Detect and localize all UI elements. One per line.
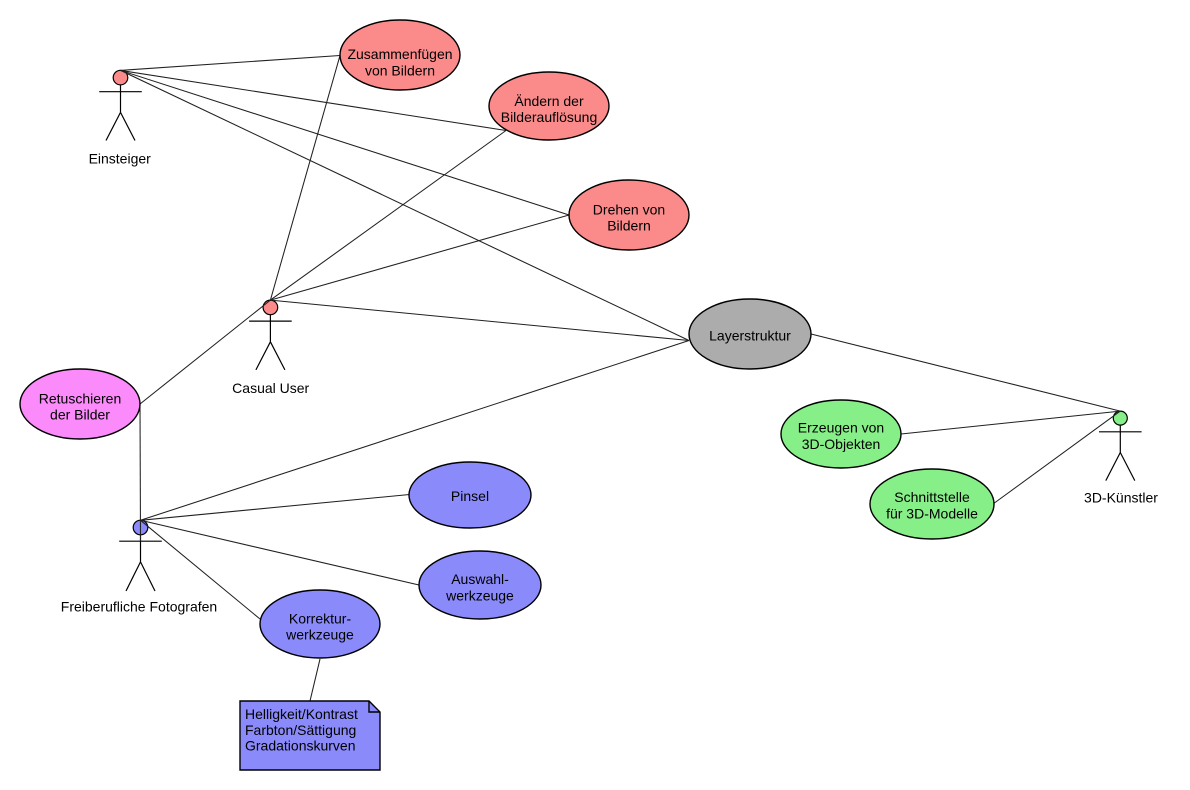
svg-text:Gradationskurven: Gradationskurven bbox=[245, 738, 356, 754]
svg-text:werkzeuge: werkzeuge bbox=[285, 627, 354, 643]
svg-text:Pinsel: Pinsel bbox=[451, 488, 489, 504]
svg-text:Zusammenfügen: Zusammenfügen bbox=[347, 46, 452, 62]
svg-text:Ändern der: Ändern der bbox=[514, 93, 584, 109]
svg-text:Freiberufliche Fotografen: Freiberufliche Fotografen bbox=[61, 599, 217, 615]
svg-text:von Bildern: von Bildern bbox=[365, 63, 435, 79]
svg-text:Korrektur-: Korrektur- bbox=[289, 610, 352, 626]
svg-text:Drehen von: Drehen von bbox=[593, 202, 665, 218]
svg-text:3D-Künstler: 3D-Künstler bbox=[1084, 490, 1158, 506]
svg-text:Retuschieren: Retuschieren bbox=[39, 390, 122, 406]
svg-text:Schnittstelle: Schnittstelle bbox=[894, 489, 970, 505]
svg-text:für 3D-Modelle: für 3D-Modelle bbox=[886, 505, 978, 521]
svg-text:Bildern: Bildern bbox=[607, 218, 651, 234]
svg-text:Erzeugen von: Erzeugen von bbox=[798, 419, 884, 435]
svg-text:Einsteiger: Einsteiger bbox=[89, 151, 152, 167]
svg-text:3D-Objekten: 3D-Objekten bbox=[802, 436, 881, 452]
svg-text:Farbton/Sättigung: Farbton/Sättigung bbox=[245, 722, 356, 738]
svg-text:Casual User: Casual User bbox=[232, 380, 309, 396]
svg-text:der Bilder: der Bilder bbox=[50, 406, 110, 422]
svg-text:Auswahl-: Auswahl- bbox=[451, 571, 509, 587]
svg-text:Helligkeit/Kontrast: Helligkeit/Kontrast bbox=[245, 706, 358, 722]
svg-text:Bilderauflösung: Bilderauflösung bbox=[501, 109, 598, 125]
svg-text:Layerstruktur: Layerstruktur bbox=[709, 328, 791, 344]
svg-text:werkzeuge: werkzeuge bbox=[445, 588, 514, 604]
